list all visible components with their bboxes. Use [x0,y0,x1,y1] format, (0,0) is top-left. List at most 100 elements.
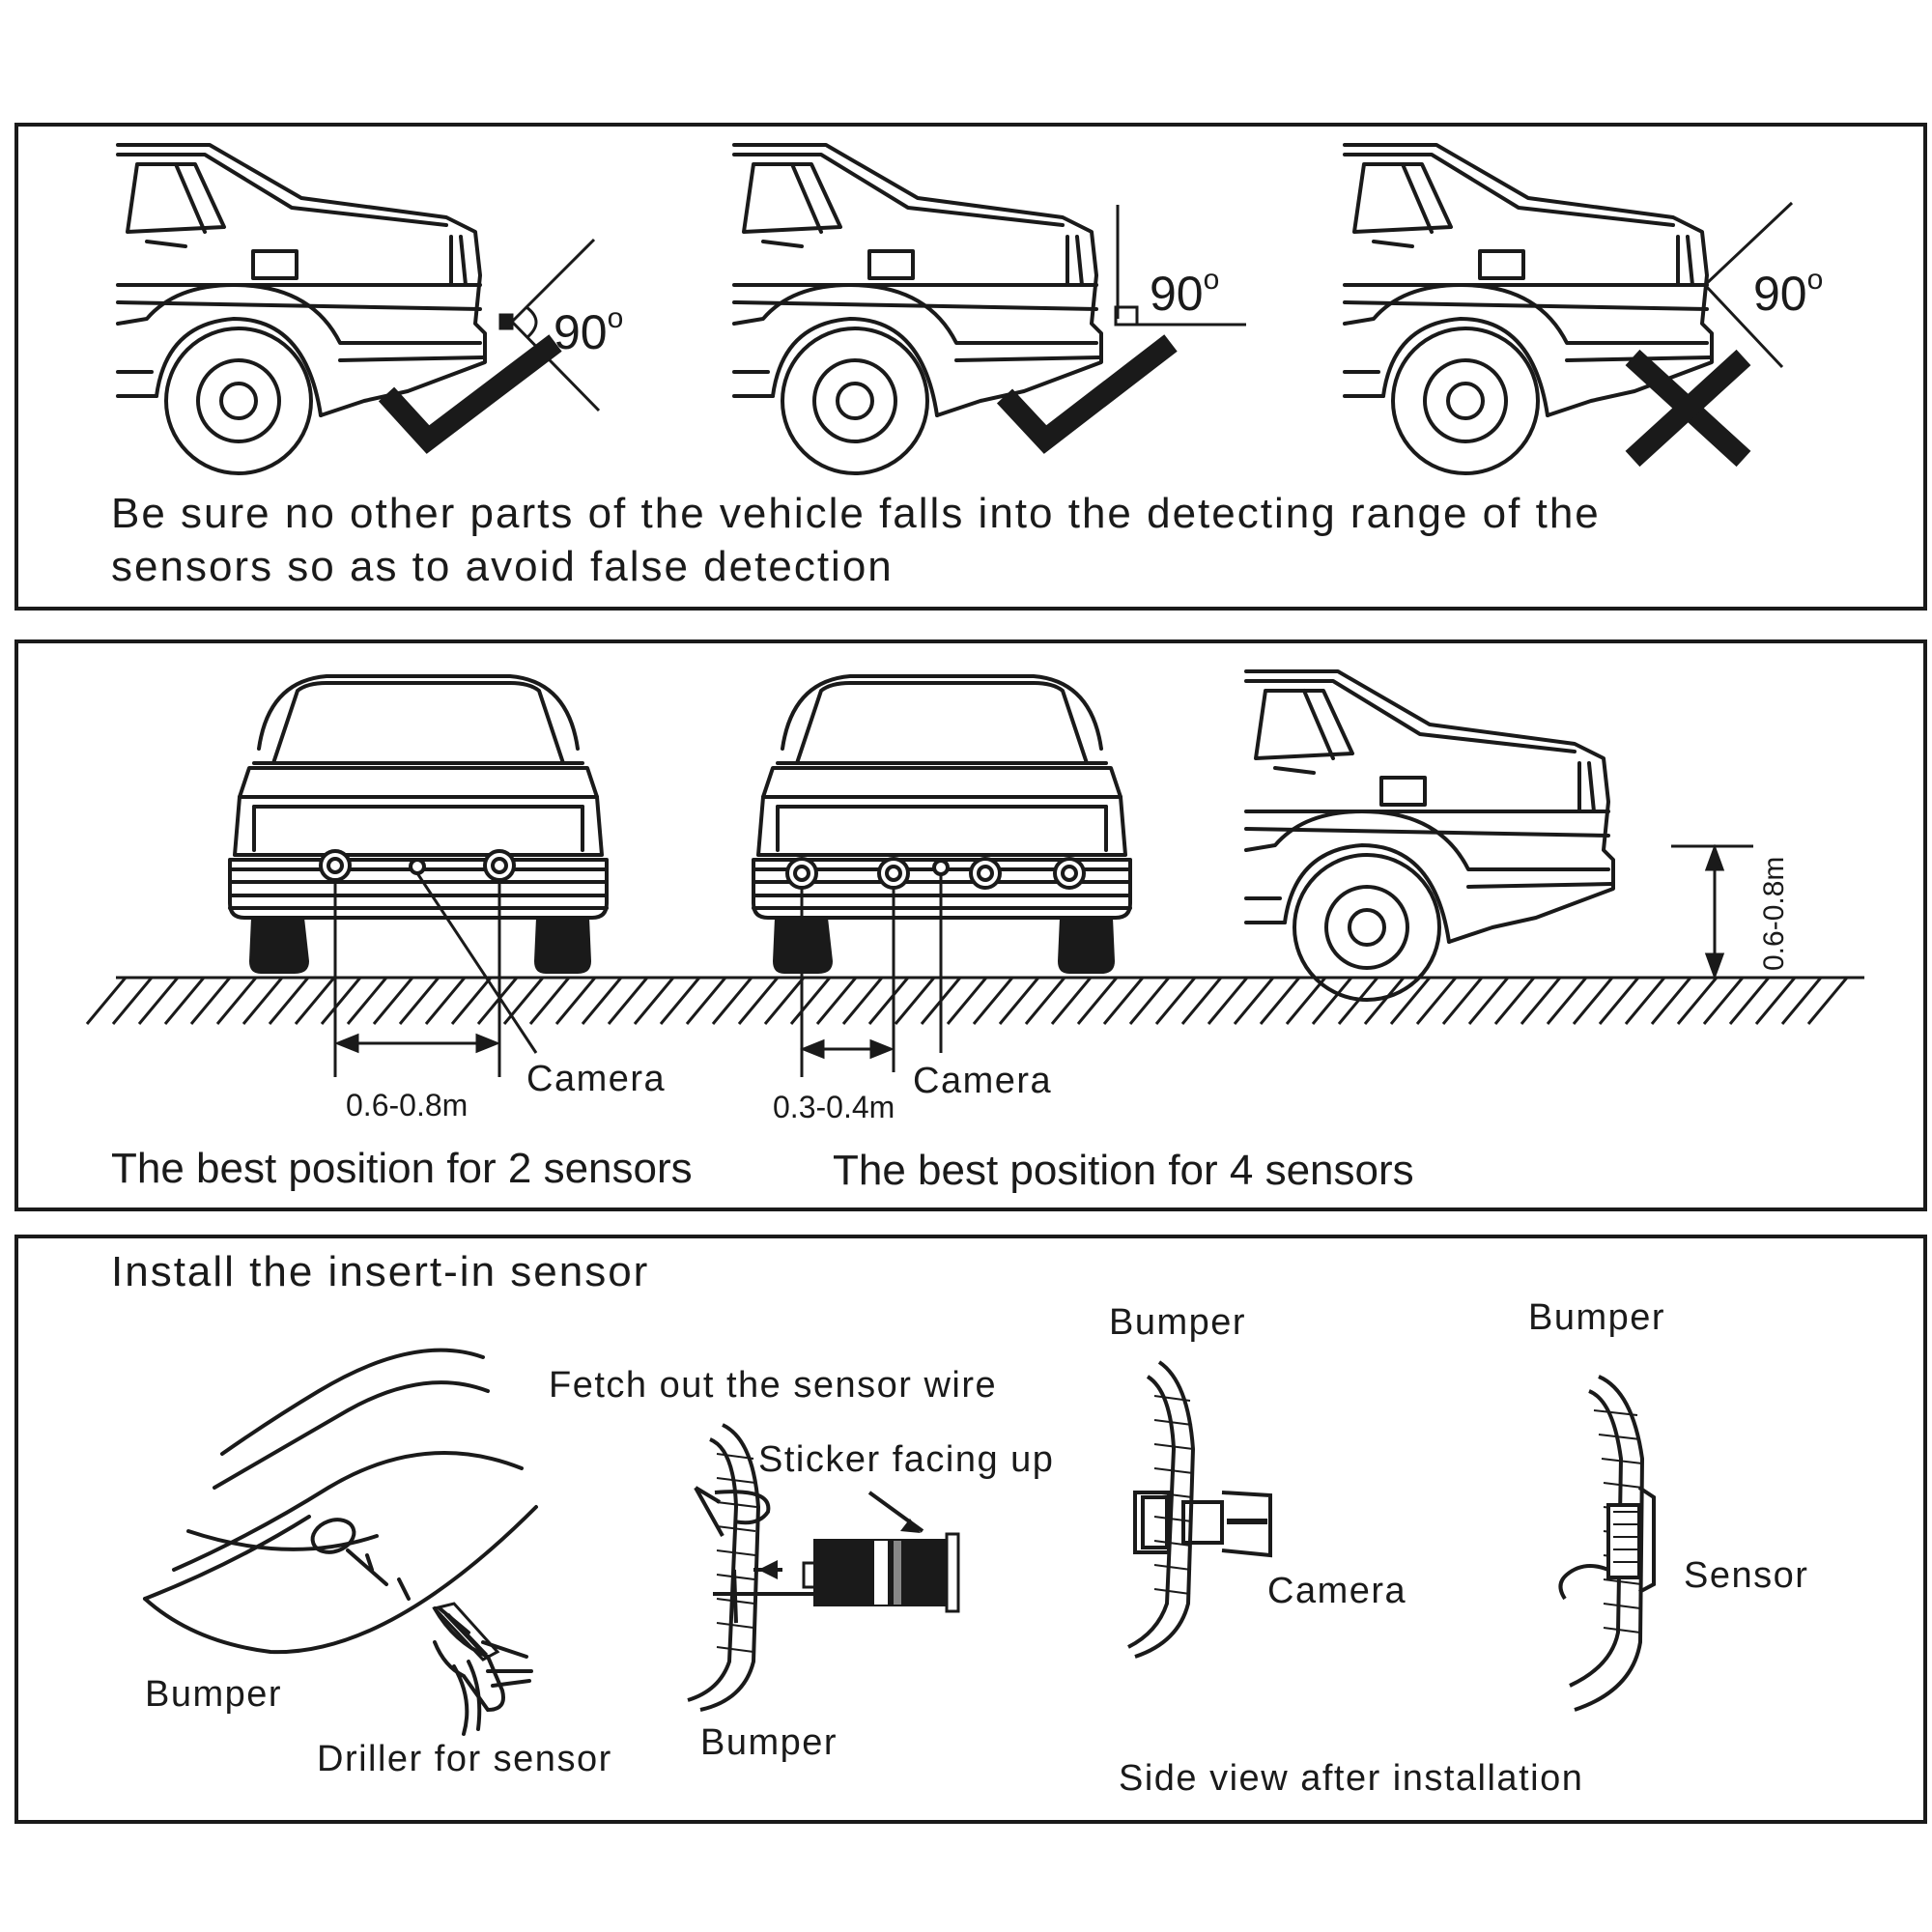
hatch-line [1441,977,1484,1025]
sensors-2 [319,849,516,882]
hatch-line [867,977,910,1025]
hatch-line [1780,977,1823,1025]
hatch-line [789,977,832,1025]
hatch-line [711,977,753,1025]
sensor-angle-lines-correct-1 [498,238,601,412]
caption-line-1: Be sure no other parts of the vehicle fa… [111,490,1601,537]
sensor-angle-lines-wrong [1703,201,1794,369]
caption-line-2: sensors so as to avoid false detection [111,543,894,590]
hatch-line [1650,977,1692,1025]
hatch-line [1363,977,1406,1025]
side-view-label: Side view after installation [1119,1758,1584,1799]
height-measure [1671,843,1753,980]
hatch-line [1624,977,1666,1025]
distance-label-middle: 0.3-0.4m [773,1090,895,1124]
hatch-line [294,977,336,1025]
hatch-line [1728,977,1771,1025]
check-icon [996,334,1178,454]
bumper-label-middle: Bumper [700,1722,838,1763]
sensor-cylinder-icon [802,1532,960,1613]
angle-label-2: 90o [1150,264,1220,321]
bumper-label-left: Bumper [145,1674,283,1715]
hatch-line [346,977,388,1025]
caption-4-sensors: The best position for 4 sensors [833,1147,1414,1194]
hatch-line [242,977,284,1025]
hatch-line [1806,977,1849,1025]
hatch-line [1493,977,1536,1025]
bumper-drilling-illustration [143,1348,538,1736]
hatch-line [685,977,727,1025]
cross-icon [1625,349,1751,468]
camera-label-install: Camera [1267,1571,1407,1611]
tires-car-rear-2 [773,918,1115,974]
measure-4-sensors [799,875,943,1077]
sensor-angle-lines-correct-2 [1114,205,1246,327]
bumper-section-sensor [1558,1375,1656,1712]
panel-sensor-positions [14,639,1927,1211]
hatch-line [424,977,467,1025]
hatch-line [1702,977,1745,1025]
hatch-line [1259,977,1301,1025]
hatch-line [581,977,623,1025]
camera-label-left: Camera [526,1059,667,1099]
driller-label: Driller for sensor [317,1739,612,1779]
hatch-line [1233,977,1275,1025]
hatch-line [763,977,806,1025]
sticker-label: Sticker facing up [758,1439,1055,1480]
hatch-line [1520,977,1562,1025]
ground-hatching [85,976,1864,1025]
hatch-line [111,977,154,1025]
hatch-line [450,977,493,1025]
hatch-line [476,977,519,1025]
hatch-line [1389,977,1432,1025]
hatch-line [815,977,858,1025]
sensors-4 [785,857,1086,890]
hatch-line [1754,977,1797,1025]
fetch-wire-label: Fetch out the sensor wire [549,1365,998,1406]
hatch-line [1311,977,1353,1025]
driller-icon [432,1602,500,1662]
hatch-line [268,977,310,1025]
hatch-line [1102,977,1145,1025]
hatch-line [1128,977,1171,1025]
hatch-line [841,977,884,1025]
hatch-line [998,977,1040,1025]
angle-label-1: 90o [554,302,624,359]
measure-2-sensors [333,872,538,1077]
check-icon [378,334,562,454]
hatch-line [1546,977,1588,1025]
install-title: Install the insert-in sensor [111,1248,650,1295]
hatch-line [528,977,571,1025]
hatch-line [1076,977,1119,1025]
hatch-line [1180,977,1223,1025]
tires-car-rear-1 [249,918,591,974]
hatch-line [607,977,649,1025]
hatch-line [659,977,701,1025]
bumper-label-camera: Bumper [1109,1302,1247,1343]
hatch-line [1285,977,1327,1025]
hatch-line [1050,977,1093,1025]
hatch-line [189,977,232,1025]
hatch-line [633,977,675,1025]
hatch-line [398,977,440,1025]
hatch-line [1415,977,1458,1025]
hatch-line [1207,977,1249,1025]
bumper-label-sensor: Bumper [1528,1297,1666,1338]
hatch-line [554,977,597,1025]
hatch-line [215,977,258,1025]
hatch-line [1598,977,1640,1025]
sensor-label-install: Sensor [1684,1555,1809,1596]
hatch-line [320,977,362,1025]
hatch-line [972,977,1014,1025]
height-label: 0.6-0.8m [1758,856,1790,971]
arrow-icon [758,1519,921,1579]
angle-label-3: 90o [1753,264,1824,321]
hatch-line [946,977,988,1025]
hatch-line [1676,977,1719,1025]
hatch-line [1467,977,1510,1025]
hatch-line [1154,977,1197,1025]
camera-label-middle: Camera [913,1061,1053,1101]
hatch-line [1024,977,1066,1025]
hatch-line [737,977,780,1025]
